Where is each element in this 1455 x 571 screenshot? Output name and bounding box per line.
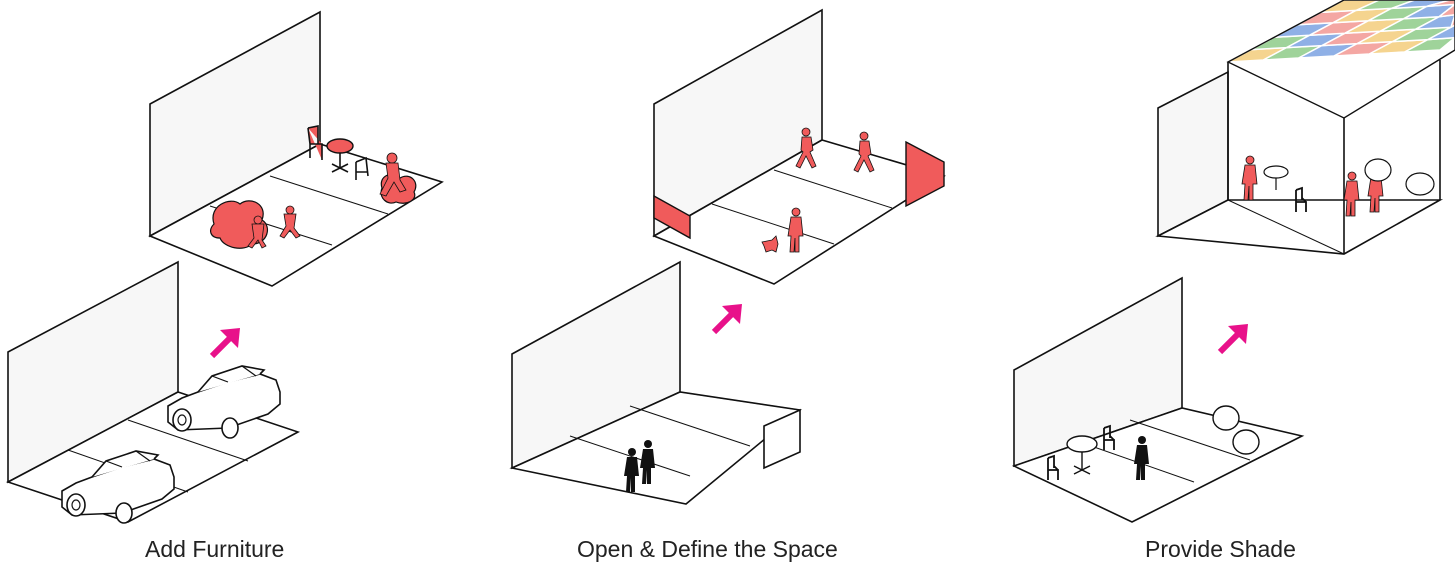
panel-add-furniture [8, 12, 442, 523]
box-after-furniture [150, 12, 442, 286]
panel-provide-shade [1014, 0, 1455, 522]
caption-open-define-space: Open & Define the Space [577, 536, 838, 563]
diagonal-arrow-icon [714, 304, 742, 332]
caption-provide-shade: Provide Shade [1145, 536, 1296, 563]
box-after-shade [1158, 0, 1455, 254]
box-before-empty [512, 262, 800, 504]
box-before-parking [8, 262, 298, 523]
caption-add-furniture: Add Furniture [145, 536, 284, 563]
table-icon [1264, 166, 1288, 190]
panel-open-define-space [512, 10, 944, 504]
canopy [1228, 0, 1455, 62]
box-before-seating [1014, 278, 1302, 522]
diagonal-arrow-icon [212, 328, 240, 356]
diagonal-arrow-icon [1220, 324, 1248, 352]
box-after-open [654, 10, 944, 284]
